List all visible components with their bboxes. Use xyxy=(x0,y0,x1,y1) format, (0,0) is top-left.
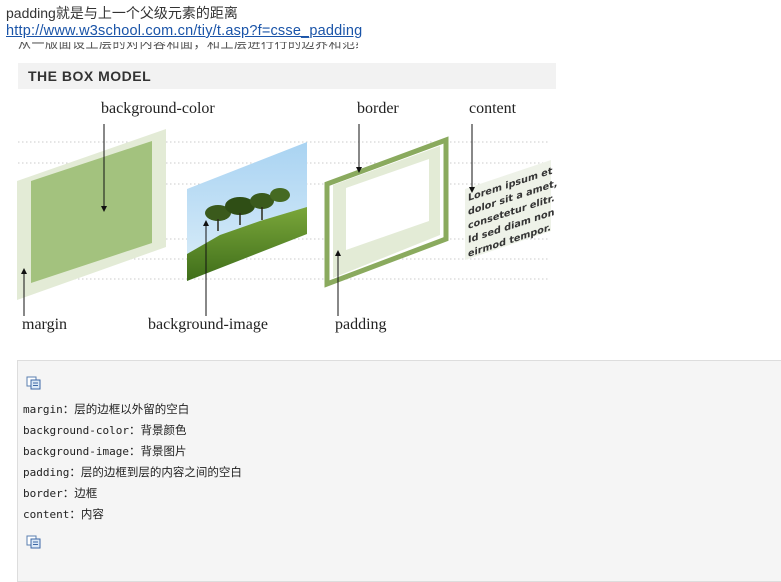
label-padding: padding xyxy=(335,316,387,333)
figure-title: THE BOX MODEL xyxy=(28,68,152,84)
box-model-svg: Lorem ipsum et dolor sit a amet, consete… xyxy=(17,124,557,316)
box-model-diagram: Lorem ipsum et dolor sit a amet, consete… xyxy=(0,89,560,354)
code-lines: margin：层的边框以外留的空白 background-color：背景颜色 … xyxy=(23,399,242,525)
reference-link[interactable]: http://www.w3school.com.cn/tiy/t.asp?f=c… xyxy=(6,23,363,39)
code-line: background-color：背景颜色 xyxy=(23,423,187,437)
code-line: padding：层的边框到层的内容之间的空白 xyxy=(23,465,242,479)
label-border: border xyxy=(357,100,399,117)
content-window xyxy=(346,159,429,250)
intro-text: padding就是与上一个父级元素的距离 xyxy=(6,5,238,21)
copy-icon[interactable] xyxy=(26,376,41,390)
copy-icon[interactable] xyxy=(26,535,41,549)
label-arrows xyxy=(21,124,475,316)
figure-header: THE BOX MODEL xyxy=(18,63,556,89)
content-card xyxy=(465,160,551,260)
background-image-picture xyxy=(187,142,307,281)
code-line: margin：层的边框以外留的空白 xyxy=(23,402,190,416)
label-background-image: background-image xyxy=(148,316,268,333)
label-background-color: background-color xyxy=(101,100,215,117)
clipped-text: 从一版面设上层的对内容和面，和上层进行行的边界和范绕 xyxy=(18,42,358,51)
code-line: content：内容 xyxy=(23,507,104,521)
background-color-area xyxy=(31,141,152,283)
code-line: border：边框 xyxy=(23,486,98,500)
label-margin: margin xyxy=(22,316,68,333)
code-line: background-image：背景图片 xyxy=(23,444,187,458)
content-text: Lorem ipsum et dolor sit a amet, consete… xyxy=(468,166,557,260)
label-content: content xyxy=(469,100,517,117)
code-block: margin：层的边框以外留的空白 background-color：背景颜色 … xyxy=(17,360,781,582)
